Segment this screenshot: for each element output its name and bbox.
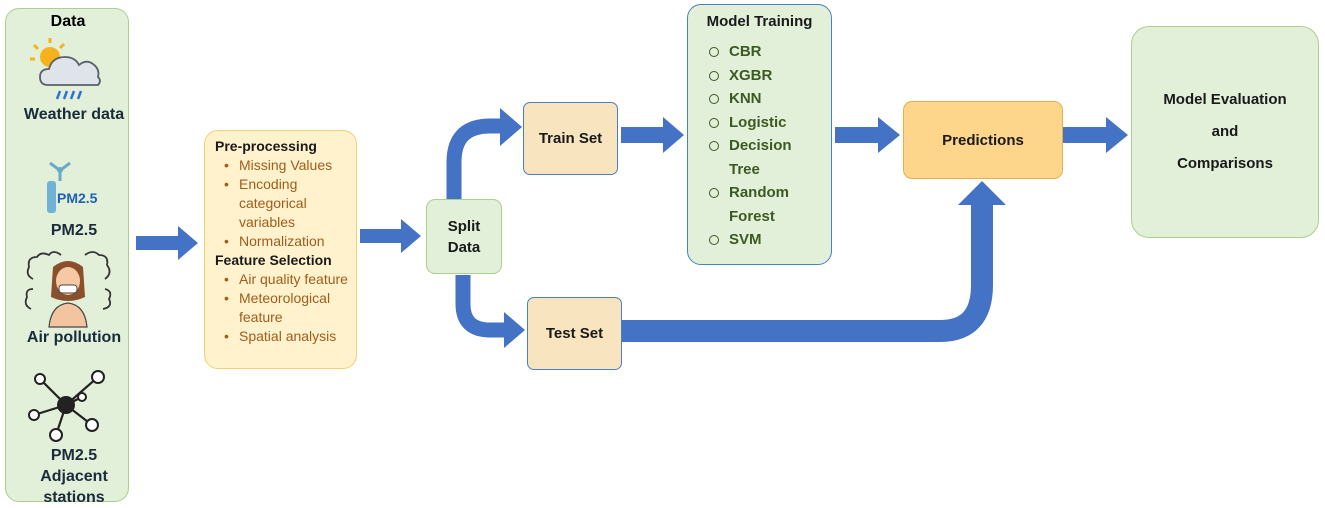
train-set-label: Train Set bbox=[538, 130, 603, 147]
arrow-data-to-preprocessing bbox=[136, 226, 198, 260]
arrow-test-to-predictions bbox=[622, 205, 993, 342]
model-item: Decision Tree bbox=[688, 134, 792, 181]
model-training-box: Model Training CBR XGBR KNN Logistic Dec… bbox=[687, 4, 832, 265]
pm25-sensor-icon: PM2.5 bbox=[47, 161, 98, 213]
feature-item: Spatial analysis bbox=[215, 327, 352, 346]
data-panel-title: Data bbox=[50, 13, 86, 30]
arrow-model-to-predictions bbox=[835, 117, 900, 153]
test-set-box: Test Set bbox=[527, 297, 622, 370]
feature-selection-heading: Feature Selection bbox=[215, 252, 332, 268]
preprocessing-box: Pre-processing Missing Values Encoding c… bbox=[204, 130, 357, 369]
arrow-train-to-model bbox=[621, 117, 684, 153]
weather-cloud-sun-rain-icon bbox=[30, 38, 101, 100]
arrow-predictions-to-evaluation bbox=[1063, 117, 1128, 153]
model-item: SVM bbox=[688, 228, 831, 252]
evaluation-label-line3: Comparisons bbox=[1177, 155, 1273, 172]
weather-data-label: Weather data bbox=[23, 106, 125, 123]
feature-item: Air quality feature bbox=[215, 270, 352, 289]
data-panel: Data Weather data PM2.5 PM2.5 bbox=[5, 8, 129, 506]
test-set-label: Test Set bbox=[545, 325, 604, 342]
model-item: KNN bbox=[688, 87, 831, 111]
pm25-icon-text: PM2.5 bbox=[57, 190, 98, 206]
arrow-split-to-train bbox=[446, 118, 502, 200]
split-data-box: Split Data bbox=[426, 199, 502, 274]
evaluation-label-line1: Model Evaluation bbox=[1163, 91, 1287, 108]
station-network-icon bbox=[28, 370, 105, 442]
preprocessing-item: Encoding categorical variables bbox=[215, 175, 352, 232]
person-in-smog-icon bbox=[24, 251, 112, 328]
arrow-split-to-test bbox=[455, 275, 506, 338]
feature-item: Meteorological feature bbox=[215, 289, 352, 327]
model-item: Logistic bbox=[688, 111, 831, 135]
predictions-label: Predictions bbox=[942, 131, 1024, 149]
model-item: Random Forest bbox=[688, 181, 789, 228]
train-set-box: Train Set bbox=[523, 102, 618, 175]
split-data-label: Split Data bbox=[447, 217, 481, 256]
model-item: CBR bbox=[688, 40, 831, 64]
model-training-title: Model Training bbox=[706, 13, 813, 30]
evaluation-label-line2: and bbox=[1211, 123, 1239, 140]
arrow-preprocessing-to-split bbox=[360, 219, 421, 253]
evaluation-box: Model Evaluation and Comparisons bbox=[1131, 26, 1319, 238]
predictions-box: Predictions bbox=[903, 101, 1063, 179]
pm25-label: PM2.5 bbox=[50, 222, 98, 239]
air-pollution-label: Air pollution bbox=[26, 329, 122, 346]
preprocessing-heading: Pre-processing bbox=[215, 138, 317, 154]
preprocessing-item: Normalization bbox=[215, 232, 352, 251]
model-item: XGBR bbox=[688, 64, 831, 88]
adjacent-stations-label: PM2.5 Adjacent stations bbox=[40, 447, 108, 506]
preprocessing-item: Missing Values bbox=[215, 156, 352, 175]
